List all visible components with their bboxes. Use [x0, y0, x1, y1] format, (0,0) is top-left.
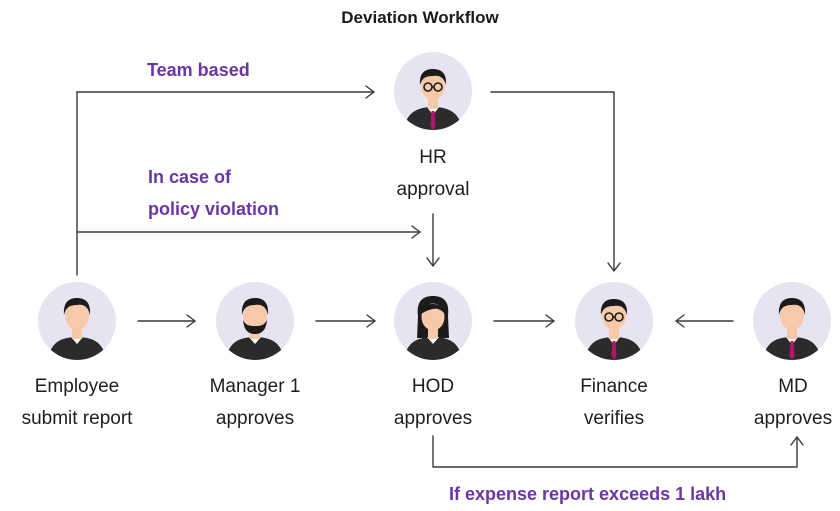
finance-label-line1: Finance [580, 376, 648, 397]
policy-violation-arrowhead [411, 225, 421, 239]
team-based-arrowhead [365, 85, 375, 99]
hr-to-finance-arrowhead [607, 262, 621, 272]
manager-avatar-icon [216, 282, 294, 360]
manager-label-line2: approves [215, 408, 295, 429]
employee-to-manager-arrowhead [186, 314, 196, 328]
finance-label-line2: verifies [583, 408, 645, 429]
employee-label-line2: submit report [21, 408, 133, 429]
hod-to-finance-arrowhead [545, 314, 555, 328]
hr-label-line1: HR [419, 147, 447, 168]
finance-avatar-icon [575, 282, 653, 360]
hod-to-md-arrowhead [790, 436, 804, 446]
policy-violation-label-line1: In case of [148, 167, 232, 187]
hod-label-line1: HOD [411, 376, 455, 397]
md-label-line2: approves [753, 408, 833, 429]
employee-avatar-icon [38, 282, 116, 360]
hod-label-line2: approves [393, 408, 473, 429]
expense-exceeds-label: If expense report exceeds 1 lakh [449, 484, 727, 504]
md-avatar-icon [753, 282, 831, 360]
diagram-title: Deviation Workflow [341, 8, 499, 27]
hr-to-hod-arrowhead [426, 257, 440, 267]
hod-to-md-line [432, 435, 798, 468]
manager-to-hod-arrowhead [366, 314, 376, 328]
hod-avatar-icon [394, 282, 472, 360]
employee-label-line1: Employee [34, 376, 120, 397]
manager-label-line1: Manager 1 [209, 376, 301, 397]
md-label-line1: MD [778, 376, 808, 397]
hr-avatar-icon [394, 52, 472, 130]
hr-to-finance-line [490, 91, 615, 272]
md-to-finance-arrowhead [675, 314, 685, 328]
policy-violation-label-line2: policy violation [148, 199, 280, 219]
hr-label-line2: approval [396, 179, 470, 200]
team-based-label: Team based [147, 60, 250, 80]
